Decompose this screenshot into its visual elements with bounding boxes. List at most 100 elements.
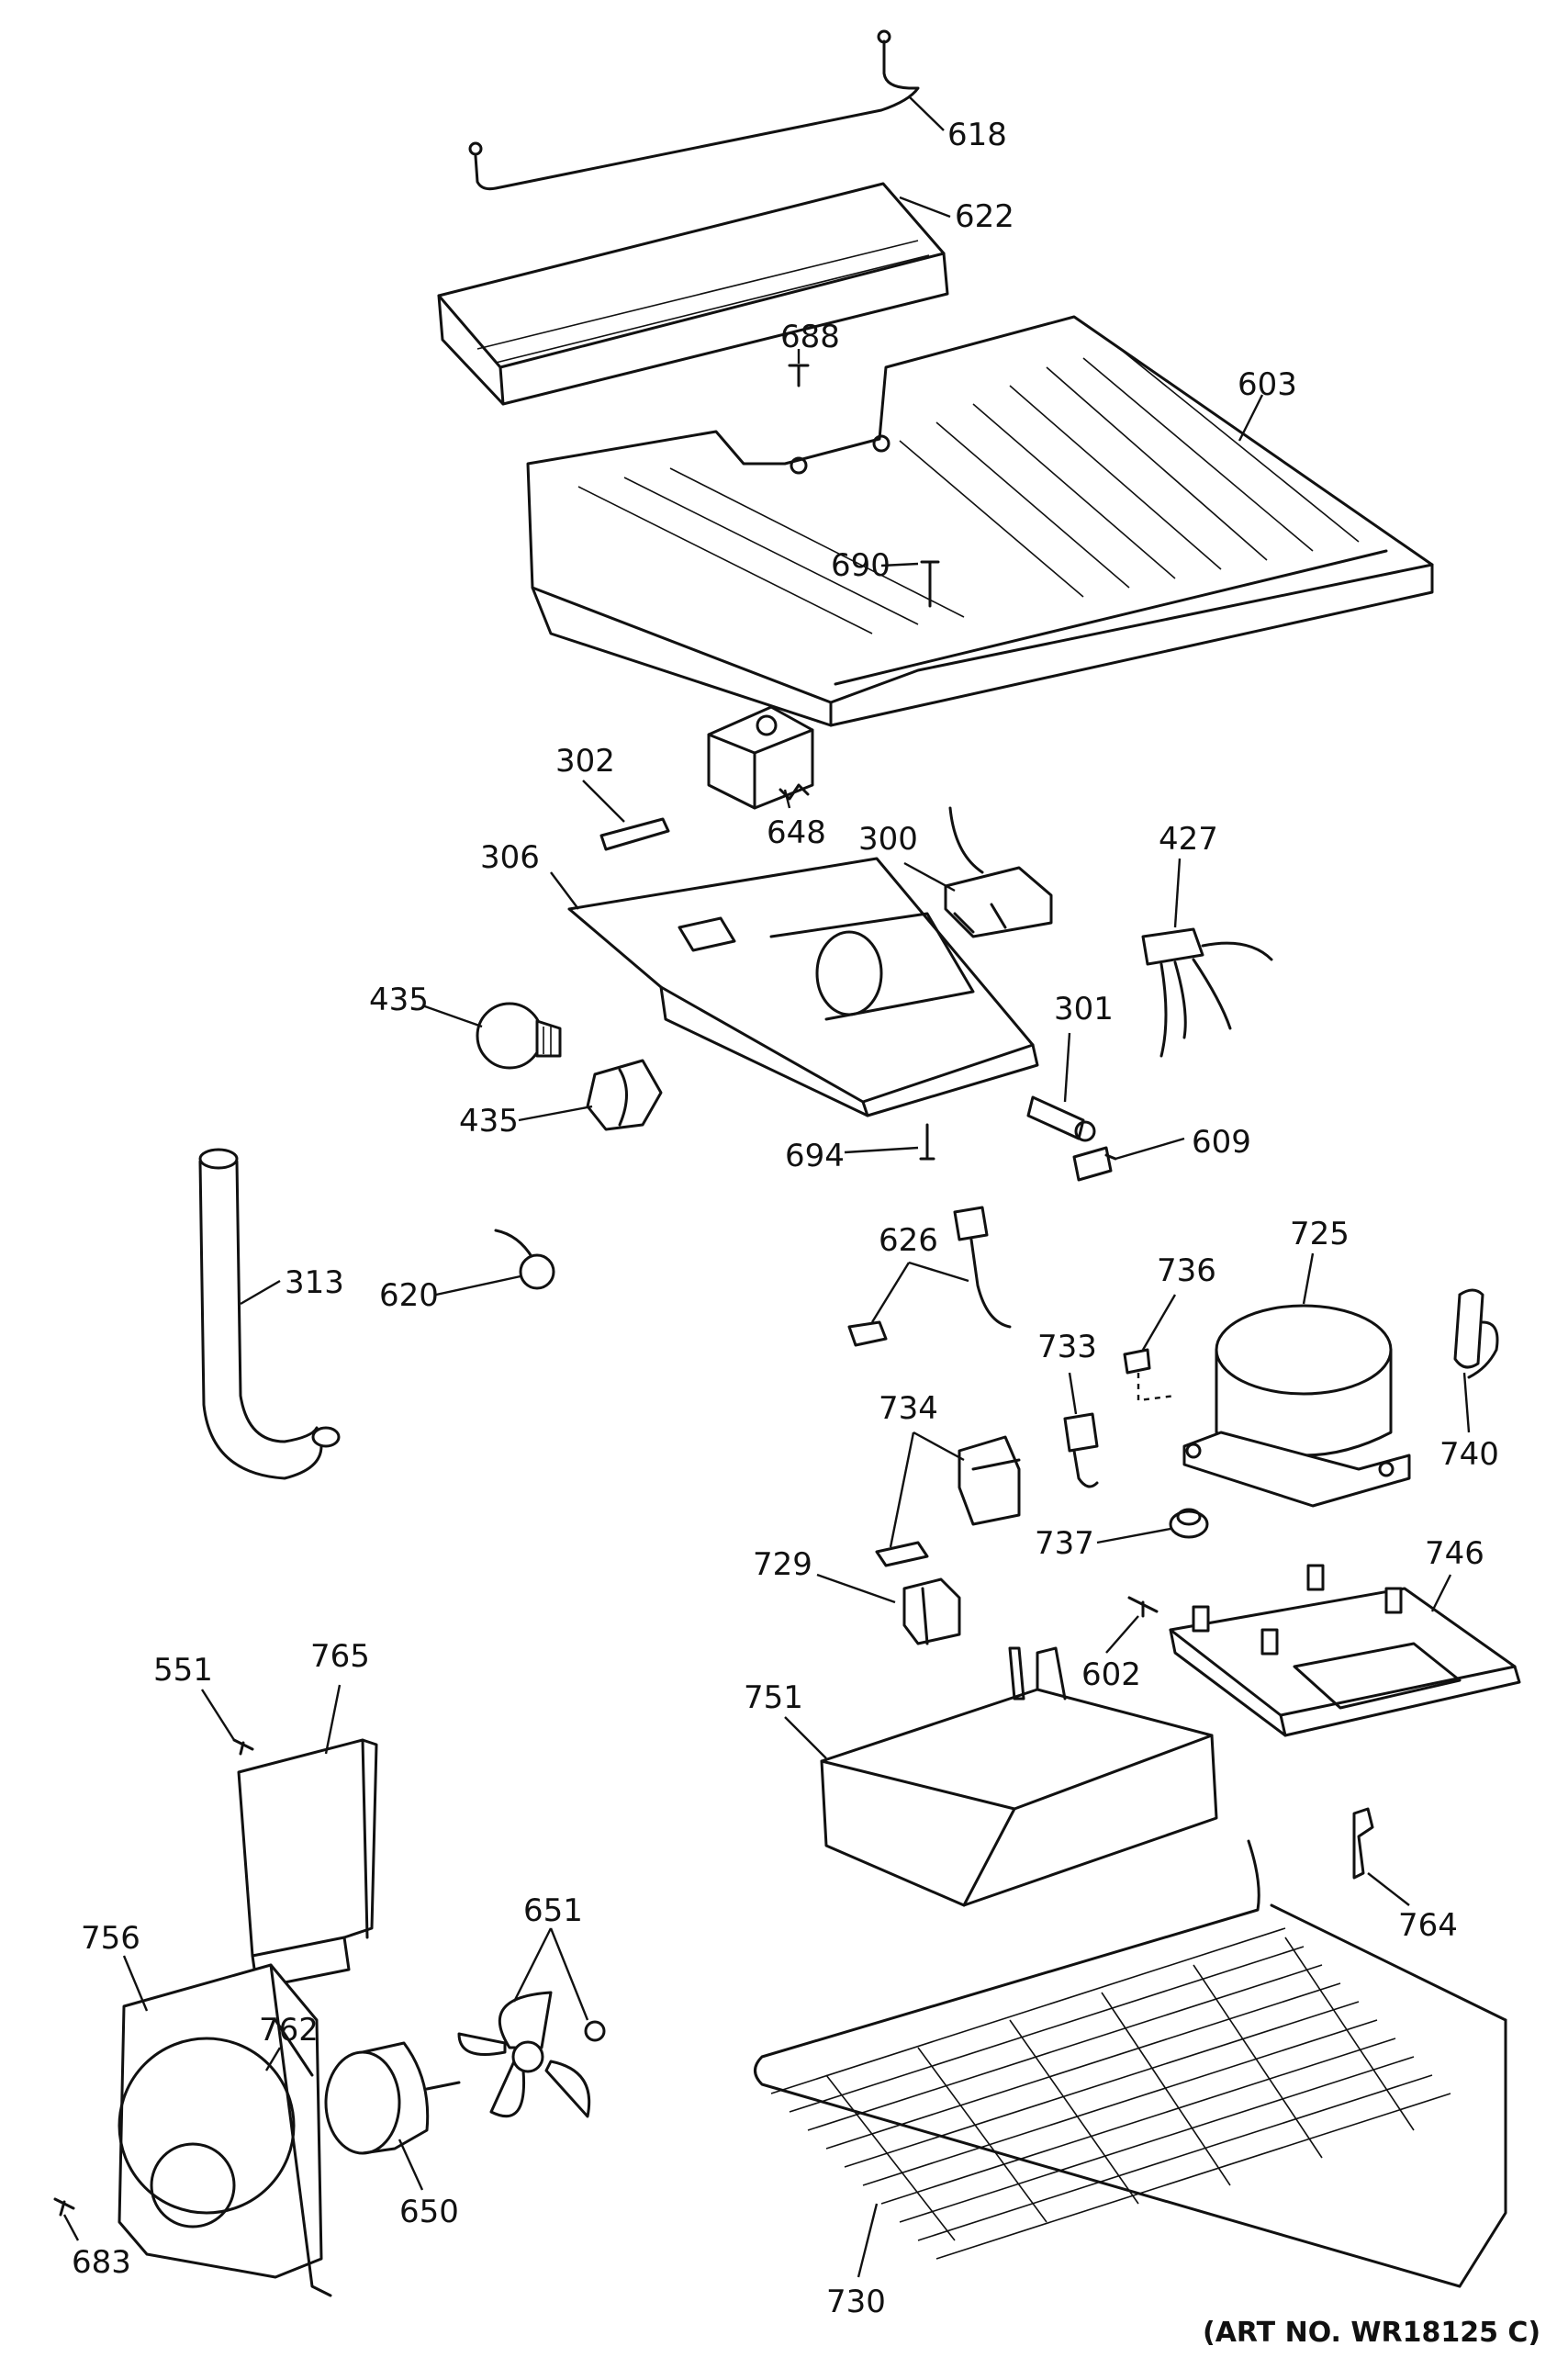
label-306: 306 [480,839,540,876]
label-690: 690 [831,547,891,584]
label-622: 622 [955,198,1014,235]
part-736-clip [1123,1348,1176,1402]
label-301: 301 [1054,991,1114,1027]
label-746: 746 [1425,1535,1484,1572]
leader-302 [582,780,625,823]
label-729: 729 [753,1546,812,1583]
part-603-evaporator-cover [526,315,1434,727]
part-602-screw [1127,1596,1159,1618]
part-435-light-bulb [476,1002,562,1070]
leader-626b [908,1261,969,1283]
label-650: 650 [399,2194,459,2230]
label-694: 694 [785,1138,845,1174]
part-626-overload-plug [847,1206,1012,1347]
leader-306 [550,871,579,910]
leader-622 [899,196,951,219]
part-725-compressor [1182,1304,1411,1508]
label-688: 688 [780,319,840,355]
part-435-light-socket [586,1059,663,1131]
leader-690 [880,562,919,567]
leader-301 [1063,1032,1071,1103]
leader-618 [908,95,945,131]
part-648-defrost-timer [707,705,814,810]
part-733-relay [1063,1412,1099,1488]
leader-730 [857,2203,879,2278]
label-609: 609 [1192,1124,1251,1161]
part-622-drain-trough [437,182,949,406]
leader-650 [398,2139,424,2191]
part-620-thermistor [494,1229,555,1290]
leader-427 [1173,858,1182,928]
part-740-clip [1453,1288,1499,1379]
leader-751 [784,1716,827,1759]
leader-746 [1430,1574,1452,1612]
leader-765 [324,1684,342,1755]
part-683-screw [53,2197,75,2217]
part-302-pin [599,817,670,851]
label-618: 618 [947,117,1007,153]
leader-626a [870,1262,911,1323]
label-648: 648 [767,814,826,851]
part-729-capacitor [902,1577,961,1645]
leader-740 [1462,1372,1471,1433]
label-756: 756 [81,1920,140,1957]
part-694-screw [919,1123,935,1161]
label-626: 626 [879,1222,938,1259]
label-751: 751 [744,1679,803,1716]
label-725: 725 [1290,1216,1350,1252]
part-734-relay-cover [875,1435,1021,1567]
leader-651a [512,1927,553,2003]
art-number: (ART NO. WR18125 C) [1203,2317,1540,2349]
part-313-drain-tube [198,1148,341,1480]
leader-lines [62,95,1471,2278]
part-756-fan-shroud [118,1963,332,2297]
leader-551 [200,1689,236,1741]
leader-736 [1141,1294,1177,1351]
part-651-fan-blade [457,1991,606,2118]
leader-602 [1105,1615,1139,1654]
leader-313 [240,1279,281,1306]
label-302: 302 [555,743,615,780]
leader-648 [783,789,791,809]
leader-734b [913,1431,965,1462]
leader-435a [421,1004,483,1028]
leader-764 [1367,1872,1410,1906]
leader-734a [889,1431,915,1548]
part-690-screw [920,560,940,608]
label-734: 734 [879,1390,938,1427]
part-764-bracket [1352,1807,1374,1880]
part-751-drain-pan [820,1646,1218,1907]
part-650-fan-motor [324,2041,461,2155]
leader-603 [1238,394,1264,442]
leader-725 [1302,1252,1315,1305]
label-427: 427 [1159,821,1218,858]
label-740: 740 [1439,1436,1499,1473]
label-733: 733 [1037,1329,1097,1365]
leader-762 [264,2047,282,2071]
label-764: 764 [1398,1907,1458,1944]
label-737: 737 [1035,1525,1094,1562]
part-618-heater-wire [468,29,920,191]
leader-609 [1115,1137,1185,1161]
leader-651b [549,1927,589,2021]
label-435b: 435 [459,1103,519,1139]
part-551-screw [232,1738,254,1756]
part-730-condenser-coil [754,1839,1507,2288]
leader-683 [62,2214,80,2241]
part-306-control-housing [567,857,1039,1117]
leader-694 [844,1146,919,1154]
label-683: 683 [72,2244,131,2281]
part-427-terminal-block [1141,927,1273,1058]
label-313: 313 [285,1264,344,1301]
part-737-grommet [1169,1508,1209,1539]
leader-620 [435,1274,521,1297]
label-435a: 435 [369,982,429,1018]
leader-737 [1096,1527,1171,1544]
part-609-door-switch [1072,1146,1117,1182]
part-688-screw [788,364,810,387]
part-746-compressor-base [1169,1564,1521,1737]
label-300: 300 [858,821,918,858]
leader-756 [122,1955,149,2012]
callout-labels: 618 622 688 603 690 302 648 300 427 306 … [72,117,1499,2320]
